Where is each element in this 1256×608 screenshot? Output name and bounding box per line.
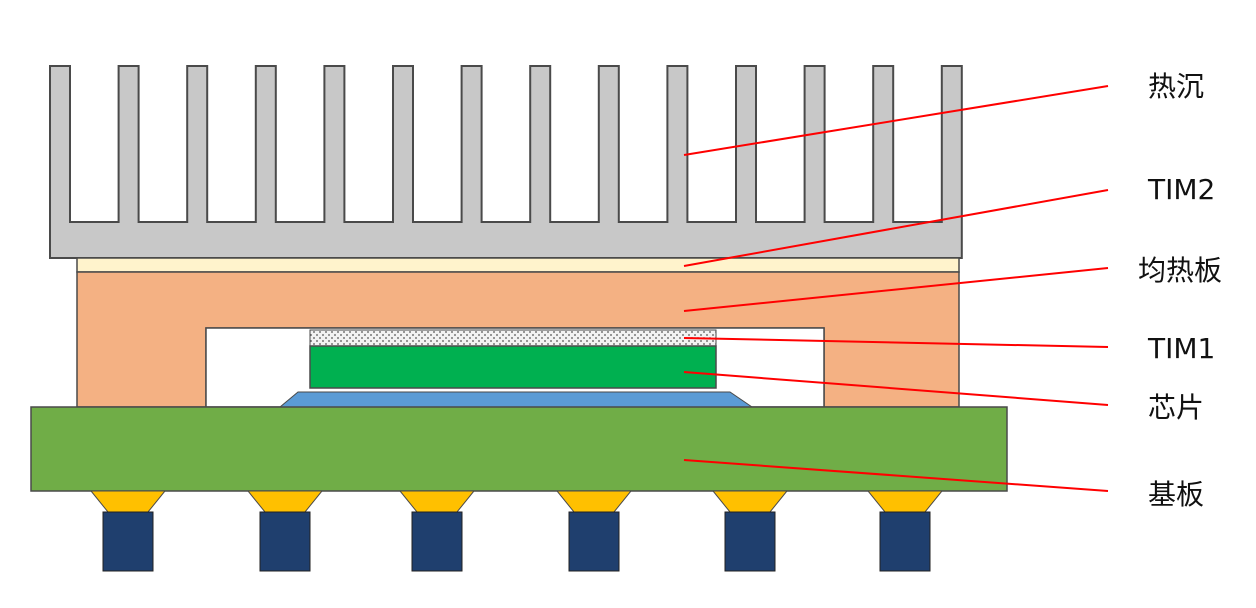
substrate [30,406,1008,492]
tim1-layer [309,329,717,347]
pin [879,511,931,572]
chip-die [309,345,717,389]
pin-row [89,490,944,572]
label-tim1: TIM1 [1147,332,1215,365]
solder-ball [711,490,789,513]
leader-tim2 [683,189,1109,267]
pin [568,511,620,572]
underfill [278,391,754,408]
tim2-layer [76,257,960,273]
leader-lines [683,85,1109,492]
solder-ball [89,490,167,513]
pin [411,511,463,572]
pin [102,511,154,572]
label-substrate: 基板 [1148,478,1204,511]
leader-chip [683,371,1109,406]
leader-substrate [683,459,1109,492]
leader-heatsink [683,85,1109,156]
solder-ball [246,490,324,513]
label-spreader: 均热板 [1138,254,1222,287]
label-chip: 芯片 [1148,391,1204,424]
leader-tim1 [683,337,1109,348]
solder-ball [866,490,944,513]
pin [259,511,311,572]
heatsink [49,65,963,259]
label-heatsink: 热沉 [1148,70,1204,103]
label-tim2: TIM2 [1147,173,1215,206]
pin [724,511,776,572]
heatsink-body [49,65,963,259]
solder-ball [398,490,476,513]
solder-ball [555,490,633,513]
leader-spreader [683,267,1109,312]
